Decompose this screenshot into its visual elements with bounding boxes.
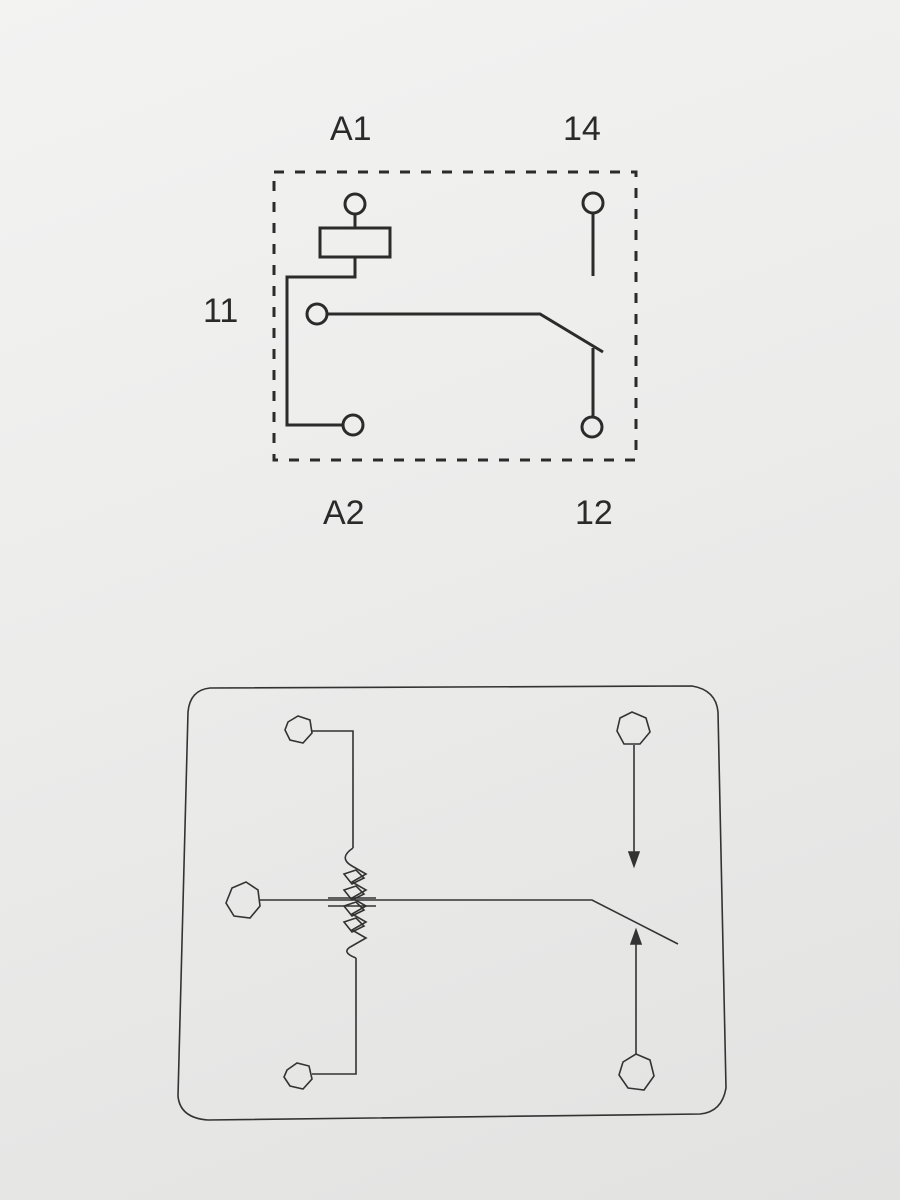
common-arm [260, 899, 679, 945]
pin-coil-top [284, 715, 313, 744]
relay-pin-layout [177, 685, 727, 1121]
terminal-14 [581, 191, 605, 215]
pin-no [616, 711, 651, 745]
nc-contact-arrow [629, 927, 643, 945]
terminal-12 [580, 415, 604, 439]
pin-nc [618, 1053, 655, 1091]
pin-common [225, 881, 261, 919]
coil-a2-wire [285, 257, 357, 427]
coil-winding-symbol [344, 847, 368, 959]
terminal-11 [305, 302, 329, 326]
pin-coil-bottom [283, 1062, 313, 1090]
terminal-label-a2: A2 [323, 494, 365, 532]
relay-schematic [272, 170, 638, 462]
coil-bottom-wire [312, 958, 357, 1075]
relay-housing-dashed-outline [272, 170, 638, 462]
coil-symbol [318, 226, 392, 259]
terminal-a2 [341, 413, 365, 437]
terminal-a1 [343, 192, 367, 216]
terminal-label-12: 12 [575, 494, 613, 532]
no-contact-arrow [627, 851, 641, 869]
terminal-label-14: 14 [563, 110, 601, 148]
terminal-label-11: 11 [203, 292, 239, 330]
common-switch-arm [327, 312, 604, 354]
coil-top-wire [312, 730, 354, 848]
relay-body-outline [177, 685, 727, 1121]
coil-loops [342, 869, 366, 934]
terminal-label-a1: A1 [330, 110, 372, 148]
